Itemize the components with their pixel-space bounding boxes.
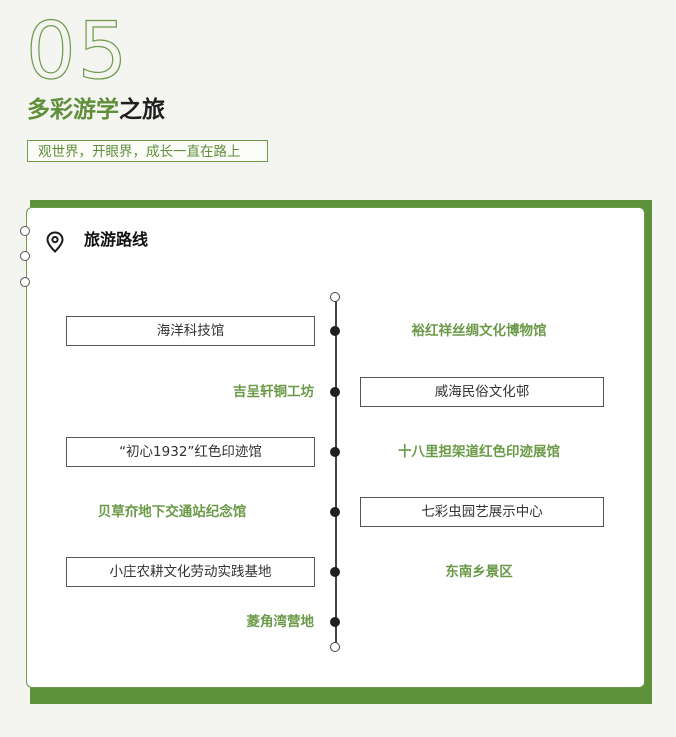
title-green-part: 多彩游学 (27, 97, 119, 123)
section-number: 05 (25, 7, 130, 97)
route-stop-label: 菱角湾营地 (246, 614, 315, 630)
timeline-node (330, 326, 340, 336)
route-stop-label: 吉呈轩铜工坊 (233, 384, 314, 400)
page-title: 多彩游学之旅 (27, 95, 165, 125)
timeline-node (330, 387, 340, 397)
binder-ring-icon (20, 277, 30, 287)
card-title: 旅游路线 (84, 230, 149, 249)
route-stop-box: 威海民俗文化邨 (360, 377, 604, 407)
route-stop-label: 十八里担架道红色印迹展馆 (398, 444, 560, 460)
route-stop-box: 小庄农耕文化劳动实践基地 (66, 557, 315, 587)
route-stop-box: 海洋科技馆 (66, 316, 315, 346)
route-stop-label: 裕红祥丝绸文化博物馆 (411, 323, 547, 339)
binder-ring-icon (20, 251, 30, 261)
route-stop-box: 七彩虫园艺展示中心 (360, 497, 604, 527)
location-pin-icon (46, 231, 64, 253)
timeline-node (330, 447, 340, 457)
title-dark-part: 之旅 (119, 97, 165, 123)
timeline-start-node (330, 292, 340, 302)
subtitle-box: 观世界，开眼界，成长一直在路上 (27, 140, 268, 162)
route-stop-label: 东南乡景区 (445, 564, 513, 580)
route-stop-label: 贝草夼地下交通站纪念馆 (97, 504, 247, 520)
binder-ring-icon (20, 226, 30, 236)
route-stop-box: “初心1932”红色印迹馆 (66, 437, 315, 467)
timeline-end-node (330, 642, 340, 652)
timeline-axis (335, 300, 337, 643)
timeline-node (330, 617, 340, 627)
timeline-node (330, 507, 340, 517)
timeline-node (330, 567, 340, 577)
